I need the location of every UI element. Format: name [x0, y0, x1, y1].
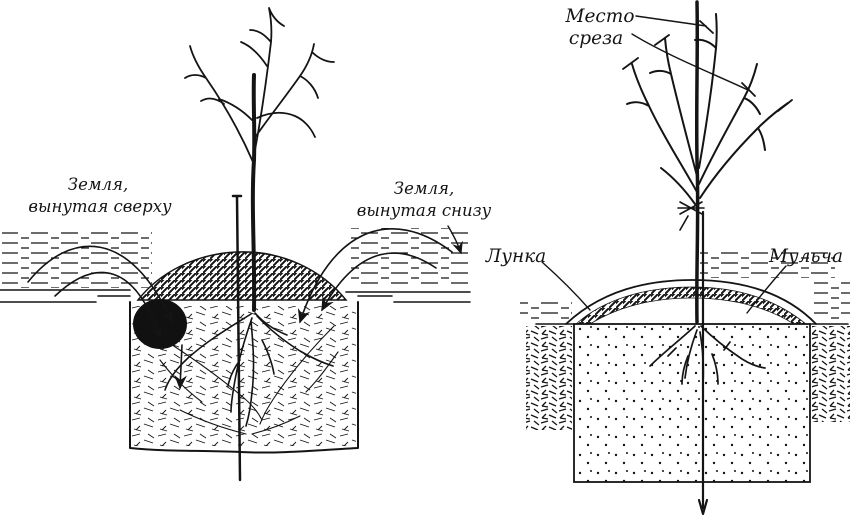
left-soil-bottom-label-line1: Земля, [394, 179, 454, 198]
left-tree-branches [184, 7, 335, 163]
mulch-label-leader-line [746, 265, 787, 314]
right-pit [573, 323, 811, 483]
right-tree-trunk [694, 0, 700, 324]
left-ground-lines [0, 289, 471, 303]
hole-label-leader-line [541, 261, 591, 311]
hole-label: Лунка [485, 246, 546, 267]
soil-throw-arrow [54, 271, 163, 340]
right-tree-branches [626, 13, 789, 205]
left-illustration: Земля, вынутая сверху Земля, вынутая сни… [0, 7, 492, 482]
soil-throw-arrow [27, 245, 173, 324]
right-illustration: Место среза Лунка Мульча [485, 0, 850, 516]
mulch-label: Мульча [768, 246, 843, 267]
cut-label-leader-line [631, 33, 749, 91]
left-tree-trunk [250, 73, 257, 312]
label-pointer-arrow [447, 225, 463, 255]
cut-place-label-line2: среза [569, 28, 623, 49]
right-side-soil [526, 326, 572, 430]
soil-throw-arrow [321, 252, 437, 312]
trunk-tie-knot [677, 201, 705, 231]
left-soil-bottom-label-line2: вынутая снизу [357, 201, 492, 220]
right-ground-texture [520, 300, 572, 322]
right-ground-texture [814, 280, 850, 322]
left-soil-pile-bottom [350, 228, 468, 286]
left-soil-mound [136, 251, 348, 301]
soil-throw-arrow [297, 228, 453, 324]
left-dark-soil-clump [133, 299, 187, 349]
watering-basin-rim [565, 279, 817, 325]
right-tree-roots [649, 325, 766, 385]
right-ground-texture [700, 252, 835, 278]
soil-throw-arrow [174, 344, 187, 390]
left-soil-top-label-line1: Земля, [68, 175, 128, 194]
pruning-cut-marks [622, 20, 793, 112]
mulch-layer [574, 286, 808, 325]
cut-label-leader-line [635, 15, 707, 27]
left-tree-roots [164, 312, 334, 427]
left-soil-top-label-line2: вынутая сверху [28, 197, 172, 216]
cut-place-label-line1: Место [565, 6, 635, 27]
left-planting-stake [231, 194, 243, 482]
right-side-soil [812, 326, 850, 422]
